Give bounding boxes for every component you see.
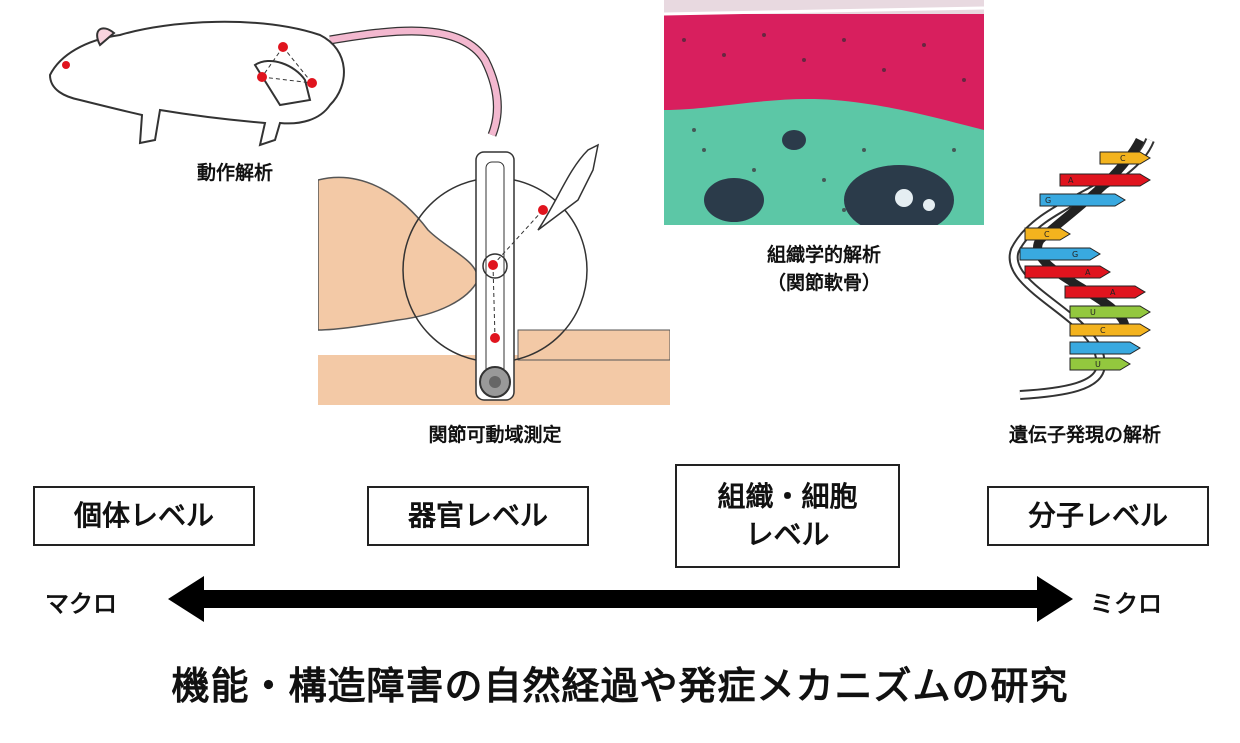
dna-helix-illustration: C A G C G A A U C U: [1008, 137, 1155, 400]
molecular-level-box: 分子レベル: [987, 486, 1209, 546]
tissue-cell-level-box: 組織・細胞 レベル: [675, 464, 900, 568]
dna-base-label: U: [1090, 308, 1096, 317]
molecular-level-label: 分子レベル: [1027, 499, 1168, 532]
dna-base-label: A: [1110, 288, 1116, 297]
histology-caption-line2: （関節軟骨）: [766, 272, 881, 294]
micro-label: ミクロ: [1090, 590, 1162, 618]
organ-level-label: 器官レベル: [407, 499, 548, 532]
dna-base-label: C: [1044, 230, 1050, 239]
dna-base-label: G: [1045, 196, 1051, 205]
organ-level-box: 器官レベル: [367, 486, 589, 546]
dna-base-label: A: [1085, 268, 1091, 277]
dna-base-label: C: [1100, 326, 1106, 335]
motion-analysis-caption: 動作解析: [196, 162, 273, 184]
rom-measurement-illustration: [318, 143, 670, 405]
macro-label: マクロ: [45, 590, 117, 618]
dna-base-label: G: [1072, 250, 1078, 259]
tissue-cell-level-label-line2: レベル: [745, 518, 830, 551]
dna-base-label: U: [1095, 360, 1101, 369]
individual-level-label: 個体レベル: [73, 499, 214, 532]
rom-caption: 関節可動域測定: [428, 424, 562, 446]
histology-caption-line1: 組織学的解析: [766, 244, 881, 266]
histology-image: [664, 0, 984, 225]
gene-expression-caption: 遺伝子発現の解析: [1008, 424, 1161, 446]
rat-illustration: [48, 20, 502, 147]
research-title: 機能・構造障害の自然経過や発症メカニズムの研究: [171, 664, 1069, 708]
dna-base-label: C: [1120, 154, 1126, 163]
dna-base-label: A: [1068, 176, 1074, 185]
tissue-cell-level-label-line1: 組織・細胞: [717, 480, 858, 513]
macro-micro-arrow: [168, 576, 1073, 622]
individual-level-box: 個体レベル: [33, 486, 255, 546]
